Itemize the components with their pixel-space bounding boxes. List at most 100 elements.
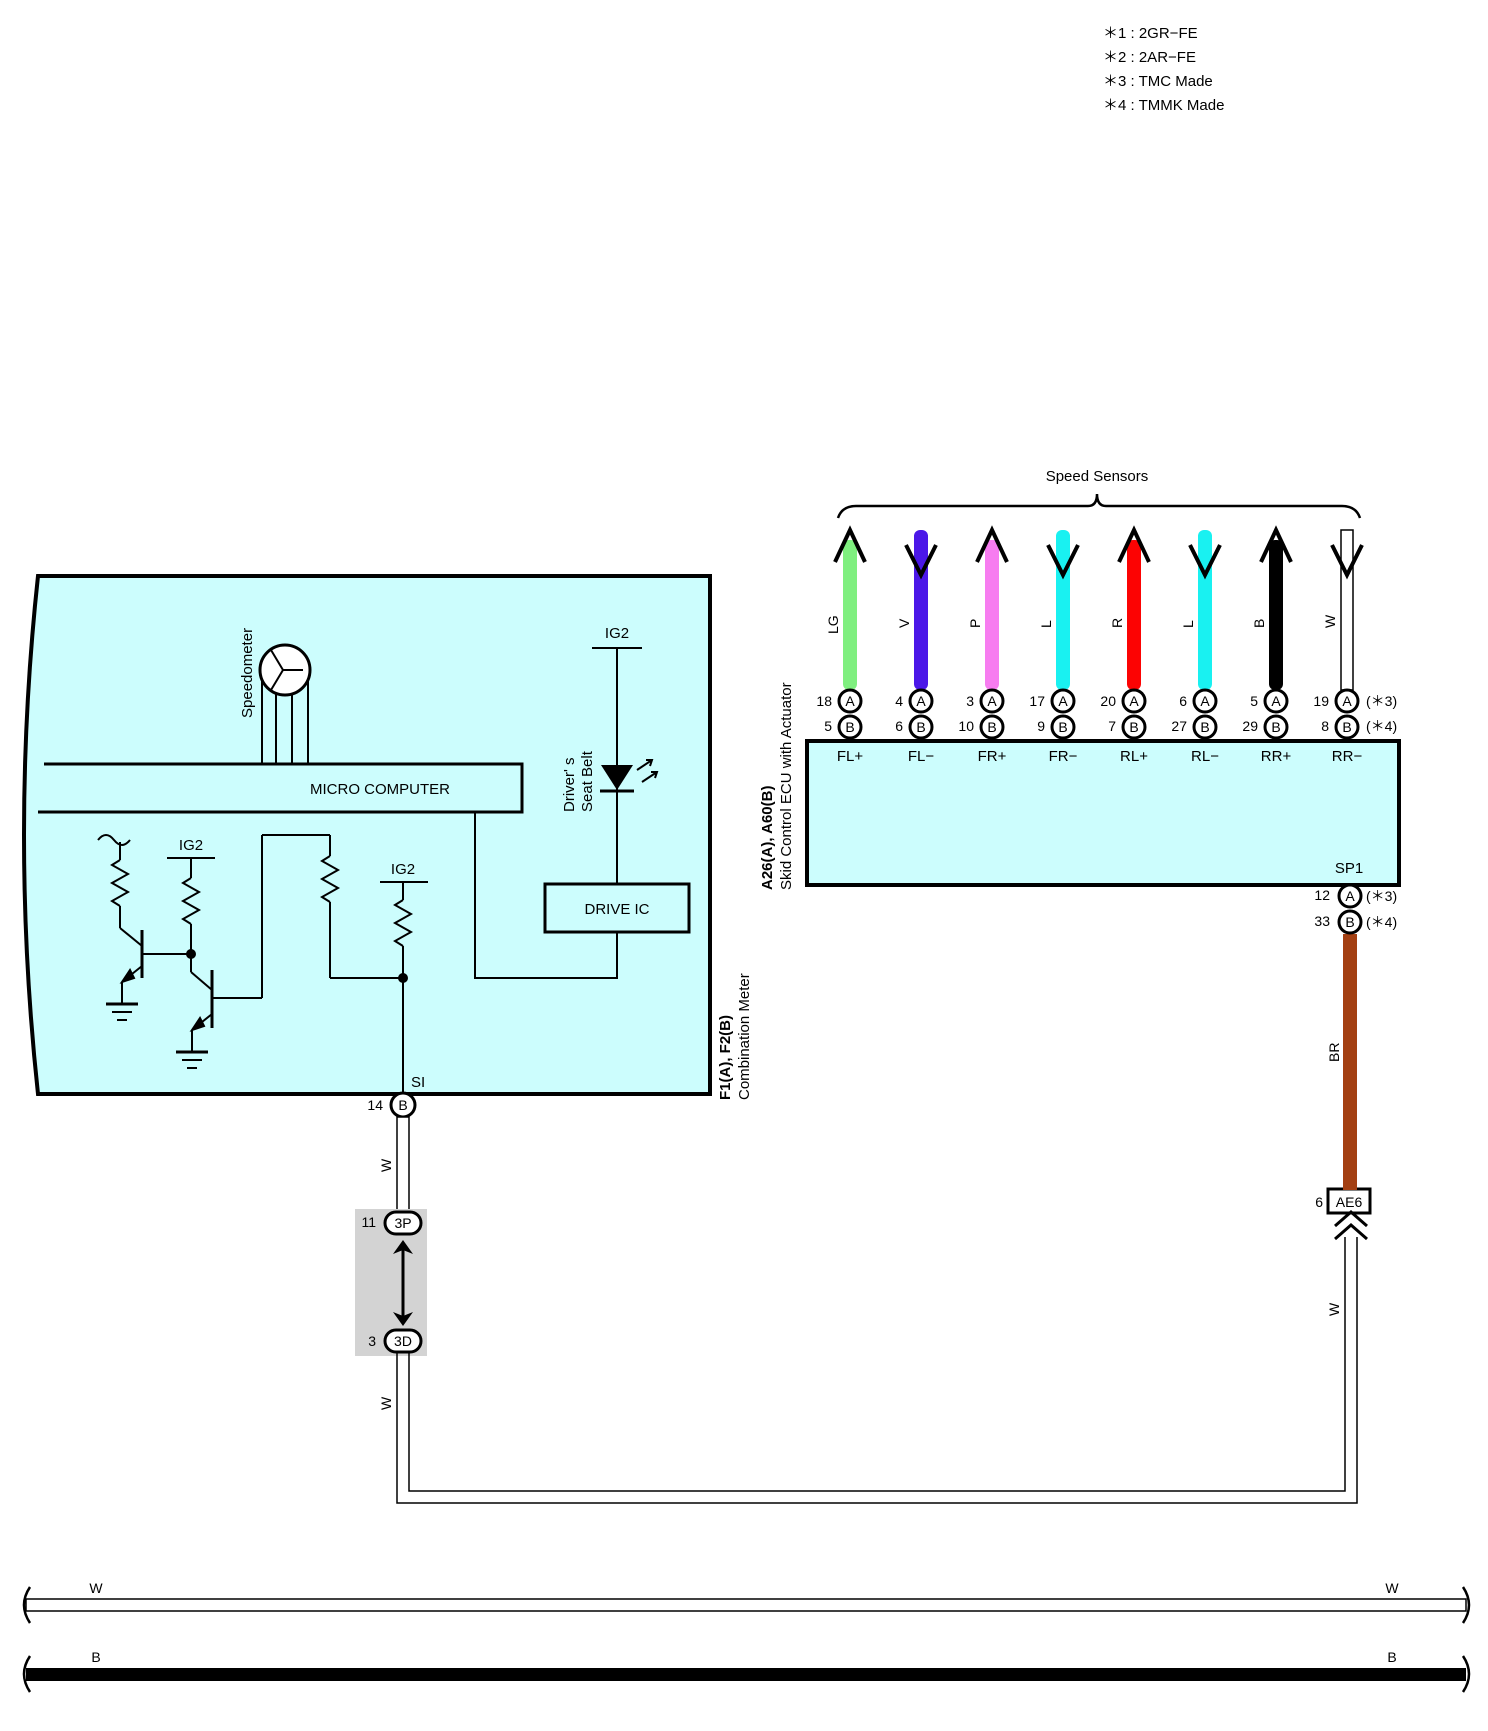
wire-label-rr-minus: W bbox=[1322, 614, 1338, 628]
note-4: ＊4 : TMMK Made bbox=[1103, 97, 1224, 114]
wire-label-fr-plus: P bbox=[967, 619, 983, 628]
ig2-label-led: IG2 bbox=[605, 625, 629, 642]
junction-top-connector: 3P bbox=[394, 1215, 411, 1231]
bus-w: W W bbox=[22, 1580, 1471, 1624]
arrow-up-icon bbox=[1117, 525, 1151, 563]
pin-b-number-rr-minus: 8 bbox=[1321, 718, 1329, 734]
seat-belt-label-line2: Seat Belt bbox=[579, 750, 596, 812]
pin-b-number-fr-minus: 9 bbox=[1037, 718, 1045, 734]
pin-a-number-rl-minus: 6 bbox=[1179, 693, 1187, 709]
pin-a-circle-fr-plus bbox=[979, 688, 1005, 714]
speedometer-gauge bbox=[258, 643, 312, 764]
skid-ecu-panel bbox=[805, 739, 1401, 887]
drive-ic-label: DRIVE IC bbox=[584, 901, 649, 918]
junction-bottom-pin: 3 bbox=[368, 1333, 376, 1349]
pin-a-circle-rr-plus bbox=[1263, 688, 1289, 714]
pin-a-number-fr-minus: 17 bbox=[1029, 693, 1045, 709]
pin-b-number-fl-plus: 5 bbox=[824, 718, 832, 734]
junction-bottom-connector: 3D bbox=[394, 1333, 412, 1349]
wire-label-fl-minus: V bbox=[896, 618, 912, 628]
combination-meter-code: F1(A), F2(B) bbox=[717, 1015, 734, 1100]
pin-a-connector-fl-minus: A bbox=[916, 693, 926, 709]
pin-a-connector-fl-plus: A bbox=[845, 693, 855, 709]
pin-b-connector-rl-minus: B bbox=[1200, 719, 1209, 735]
drive-ic-box bbox=[543, 882, 691, 934]
top-row-a-note: (＊3) bbox=[1366, 693, 1397, 709]
ae6-pin-number: 6 bbox=[1315, 1194, 1323, 1210]
arrow-up-icon bbox=[833, 525, 867, 563]
pin-b-connector-rl-plus: B bbox=[1129, 719, 1138, 735]
pin-b-number-fl-minus: 6 bbox=[895, 718, 903, 734]
pin-b-connector-fr-minus: B bbox=[1058, 719, 1067, 735]
pin-b-connector-fr-plus: B bbox=[987, 719, 996, 735]
sp1-pin-a-connector: A bbox=[1345, 888, 1355, 904]
note-2: ＊2 : 2AR−FE bbox=[1103, 49, 1196, 66]
sensor-wire-fr-minus bbox=[1056, 530, 1070, 690]
combination-meter: MICRO COMPUTER Speedometer IG2 Driver' s… bbox=[22, 574, 753, 1119]
pin-a-number-fr-plus: 3 bbox=[966, 693, 974, 709]
arrow-down-icon bbox=[1188, 544, 1222, 580]
pin-a-circle-rl-plus bbox=[1121, 688, 1147, 714]
arrow-down-icon bbox=[1046, 544, 1080, 580]
terminal-label-rl-minus: RL− bbox=[1191, 748, 1219, 765]
meter-pin-number: 14 bbox=[367, 1097, 383, 1113]
arrow-down-icon bbox=[904, 544, 938, 580]
bus-b-left-label: B bbox=[91, 1649, 100, 1665]
sp1-pin-a-number: 12 bbox=[1314, 887, 1330, 903]
pin-a-number-fl-minus: 4 bbox=[895, 693, 903, 709]
pin-b-circle-fr-plus bbox=[979, 714, 1005, 740]
terminal-label-fl-minus: FL− bbox=[908, 748, 935, 765]
pin-b-connector-fl-minus: B bbox=[916, 719, 925, 735]
wire-label-ecu-out: BR bbox=[1326, 1043, 1342, 1062]
pin-a-number-rr-plus: 5 bbox=[1250, 693, 1258, 709]
pin-a-connector-rl-plus: A bbox=[1129, 693, 1139, 709]
pin-a-connector-fr-minus: A bbox=[1058, 693, 1068, 709]
sensor-wire-fr-plus bbox=[985, 540, 999, 690]
wire-label-rr-plus: B bbox=[1251, 619, 1267, 628]
pin-b-circle-fl-minus bbox=[908, 714, 934, 740]
wire-label-fl-plus: LG bbox=[825, 615, 841, 634]
pin-a-connector-rr-minus: A bbox=[1342, 693, 1352, 709]
bus-b: B B bbox=[22, 1649, 1471, 1693]
wire-label-after-3d: W bbox=[378, 1396, 394, 1410]
pin-a-connector-fr-plus: A bbox=[987, 693, 997, 709]
pin-a-connector-rr-plus: A bbox=[1271, 693, 1281, 709]
note-3: ＊3 : TMC Made bbox=[1103, 73, 1213, 90]
pin-b-number-fr-plus: 10 bbox=[958, 718, 974, 734]
skid-control-ecu: SP1 A26(A), A60(B) Skid Control ECU with… bbox=[759, 525, 1401, 935]
ig2-label-left: IG2 bbox=[179, 837, 203, 854]
pin-a-number-rl-plus: 20 bbox=[1100, 693, 1116, 709]
wire-label-fr-minus: L bbox=[1038, 620, 1054, 628]
pin-b-connector-rr-minus: B bbox=[1342, 719, 1351, 735]
pin-a-circle-rl-minus bbox=[1192, 688, 1218, 714]
pin-a-connector-rl-minus: A bbox=[1200, 693, 1210, 709]
terminal-label-fl-plus: FL+ bbox=[837, 748, 864, 765]
si-terminal-label: SI bbox=[411, 1074, 425, 1091]
wire-label-rl-minus: L bbox=[1180, 620, 1196, 628]
sp1-pin-a-note: (＊3) bbox=[1366, 888, 1397, 904]
terminal-label-fr-minus: FR− bbox=[1049, 748, 1078, 765]
terminal-label-fr-plus: FR+ bbox=[978, 748, 1007, 765]
bus-w-right-label: W bbox=[1385, 1580, 1399, 1596]
wire-label-rl-plus: R bbox=[1109, 618, 1125, 628]
pin-b-connector-rr-plus: B bbox=[1271, 719, 1280, 735]
seat-belt-led-icon bbox=[600, 759, 659, 793]
arrow-up-icon bbox=[1259, 525, 1293, 563]
pin-b-circle-fl-plus bbox=[837, 714, 863, 740]
wire-br-ecu-out: BR bbox=[1326, 934, 1357, 1190]
skid-ecu-name: Skid Control ECU with Actuator bbox=[778, 682, 795, 890]
notes-legend: ＊1 : 2GR−FE ＊2 : 2AR−FE ＊3 : TMC Made ＊4… bbox=[1103, 25, 1224, 114]
ae6-connector-label: AE6 bbox=[1336, 1194, 1363, 1210]
meter-pin-connector: B bbox=[398, 1097, 407, 1113]
pin-b-circle-rl-plus bbox=[1121, 714, 1147, 740]
ae6-connector: 6 AE6 bbox=[1315, 1187, 1372, 1241]
pin-b-circle-rl-minus bbox=[1192, 714, 1218, 740]
sp1-pin-b-note: (＊4) bbox=[1366, 914, 1397, 930]
speed-sensors-group: Speed Sensors bbox=[836, 468, 1362, 519]
skid-ecu-code: A26(A), A60(B) bbox=[759, 786, 776, 890]
junction-connector: 11 3P 3 3D bbox=[355, 1209, 427, 1356]
pin-a-circle-fr-minus bbox=[1050, 688, 1076, 714]
speedometer-label: Speedometer bbox=[239, 628, 256, 718]
sensor-wire-rl-plus bbox=[1127, 540, 1141, 690]
